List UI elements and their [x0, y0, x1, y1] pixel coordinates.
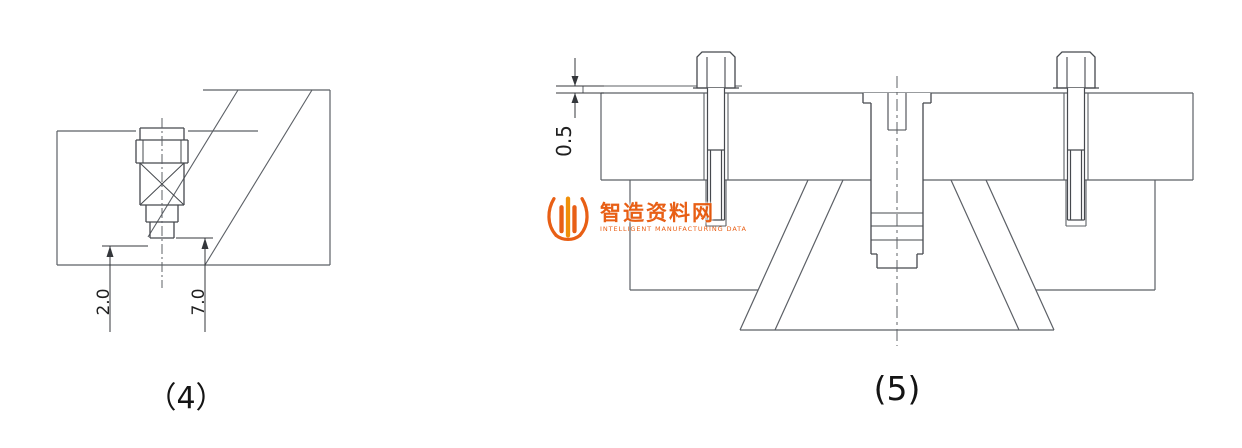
- fig5-caption: (5): [874, 369, 921, 408]
- fig4-block-section: [56, 89, 331, 266]
- fig4-dimension-left: 2.0: [94, 245, 148, 332]
- fig5-bolt-holes: [703, 93, 1089, 227]
- fig4-dim-right-value: 7.0: [189, 288, 209, 315]
- figure-4: 2.0 7.0 （4）: [56, 89, 331, 416]
- figure-5: 0.5 (5): [552, 51, 1194, 408]
- fig5-dimension-top-gap: 0.5: [552, 58, 604, 157]
- fig5-bolt-right: [1052, 51, 1100, 221]
- fig4-dim-left-value: 2.0: [94, 288, 114, 315]
- fig5-lower-blocks: [629, 180, 1156, 291]
- fig5-dim-top-gap-value: 0.5: [552, 125, 576, 157]
- fig4-dimension-right: 7.0: [176, 237, 213, 332]
- fig5-trapezoid-block: [739, 179, 1055, 331]
- fig5-bolt-left: [692, 51, 740, 221]
- fig5-center-bushing: [862, 93, 932, 269]
- fig4-caption: （4）: [146, 381, 225, 416]
